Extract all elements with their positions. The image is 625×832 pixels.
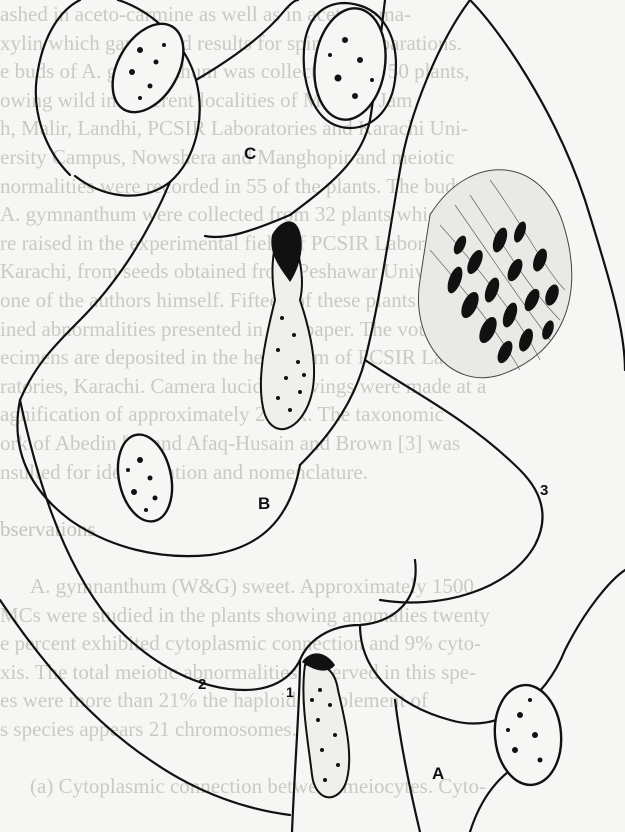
figure-label-3: 3 bbox=[540, 482, 548, 499]
cell-a-outline bbox=[395, 700, 420, 832]
figure-label-2: 2 bbox=[198, 676, 206, 693]
cell-c-outline bbox=[36, 0, 80, 175]
nucleus-top-left bbox=[98, 11, 198, 124]
nucleus-bottom-right bbox=[491, 682, 565, 787]
nucleus-left-middle bbox=[110, 430, 179, 527]
spindle-cell-3 bbox=[418, 170, 571, 378]
figure-label-c: C bbox=[244, 144, 256, 164]
cell-1-right bbox=[360, 570, 625, 724]
cell-boundary-left bbox=[20, 182, 170, 400]
cell-2-lower bbox=[0, 600, 290, 815]
nucleus-top-center bbox=[308, 4, 393, 125]
cell-3-lower bbox=[365, 360, 543, 603]
figure-label-a: A bbox=[432, 764, 444, 784]
figure-label-b: B bbox=[258, 494, 270, 514]
figure-label-1: 1 bbox=[286, 684, 294, 700]
chromatin-bridge-1 bbox=[302, 653, 349, 797]
cell-boundary-center bbox=[196, 0, 298, 80]
chromatin-bridge-b bbox=[261, 221, 314, 429]
